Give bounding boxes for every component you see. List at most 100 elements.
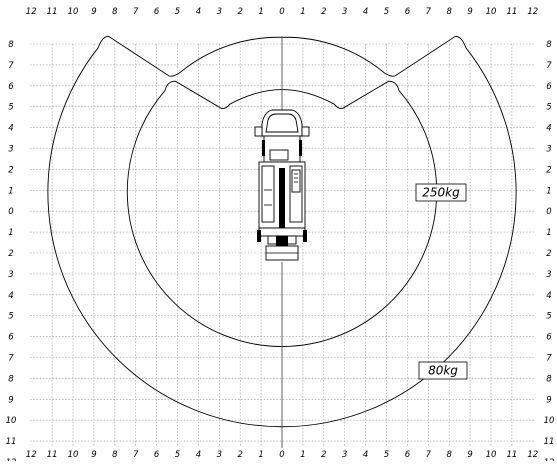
y-tick-right: 8 xyxy=(546,374,552,384)
x-tick-bottom: 4 xyxy=(363,450,368,460)
boom-arm xyxy=(279,168,285,230)
y-tick-left: 1 xyxy=(8,228,13,238)
x-tick-top: 9 xyxy=(91,7,96,17)
x-tick-bottom: 5 xyxy=(384,450,389,460)
x-tick-top: 12 xyxy=(527,7,538,17)
y-tick-right: 11 xyxy=(544,437,555,447)
x-tick-top: 8 xyxy=(446,7,452,17)
y-tick-left: 5 xyxy=(8,103,13,113)
x-tick-bottom: 11 xyxy=(47,450,58,460)
rear-left-wheel xyxy=(257,230,261,242)
x-tick-top: 11 xyxy=(506,7,517,17)
y-tick-left: 2 xyxy=(8,165,13,175)
x-tick-top: 10 xyxy=(68,7,79,17)
y-tick-right: 9 xyxy=(546,395,551,405)
truck-top-view xyxy=(254,109,310,261)
y-tick-right: 2 xyxy=(546,249,551,259)
x-tick-bottom: 9 xyxy=(467,450,472,460)
x-tick-bottom: 6 xyxy=(405,450,411,460)
y-tick-right: 6 xyxy=(546,82,552,92)
y-tick-right: 2 xyxy=(546,165,551,175)
x-tick-top: 2 xyxy=(237,7,242,17)
x-tick-bottom: 0 xyxy=(279,450,284,460)
x-tick-top: 7 xyxy=(133,7,139,17)
x-tick-bottom: 5 xyxy=(175,450,180,460)
x-tick-top: 3 xyxy=(342,7,347,17)
y-tick-right: 1 xyxy=(546,228,551,238)
x-tick-bottom: 2 xyxy=(237,450,242,460)
x-tick-bottom: 1 xyxy=(258,450,263,460)
x-tick-top: 5 xyxy=(384,7,389,17)
x-tick-bottom: 7 xyxy=(426,450,432,460)
inner-capacity-text: 250kg xyxy=(422,186,460,200)
x-tick-bottom: 7 xyxy=(133,450,139,460)
inner-envelope-250kg xyxy=(126,80,438,347)
y-tick-right: 7 xyxy=(546,61,552,71)
x-tick-top: 12 xyxy=(26,7,37,17)
right-mirror xyxy=(301,126,310,137)
y-tick-right: 7 xyxy=(546,354,552,364)
x-tick-bottom: 3 xyxy=(217,450,222,460)
y-tick-right: 5 xyxy=(546,103,551,113)
rear-right-wheel xyxy=(303,230,307,242)
y-tick-left: 5 xyxy=(8,312,13,322)
x-tick-top: 11 xyxy=(47,7,58,17)
boom-rest xyxy=(269,149,289,161)
y-tick-left: 4 xyxy=(8,124,13,134)
y-tick-right: 6 xyxy=(546,333,552,343)
inner-capacity-label: 250kg xyxy=(415,183,467,202)
x-tick-bottom: 10 xyxy=(486,450,497,460)
y-tick-left: 10 xyxy=(6,416,17,426)
x-tick-top: 1 xyxy=(258,7,263,17)
y-tick-left: 7 xyxy=(8,61,14,71)
x-tick-bottom: 12 xyxy=(527,450,538,460)
y-tick-right: 5 xyxy=(546,312,551,322)
y-tick-left: 8 xyxy=(8,374,14,384)
y-tick-left: 0 xyxy=(8,207,13,217)
outer-capacity-label: 80kg xyxy=(418,361,468,380)
x-tick-top: 0 xyxy=(279,7,284,17)
truck-windshield xyxy=(265,113,299,133)
y-tick-left: 6 xyxy=(8,82,14,92)
y-tick-left: 2 xyxy=(8,249,13,259)
y-tick-right: 4 xyxy=(546,124,551,134)
y-tick-right: 3 xyxy=(546,270,551,280)
y-tick-right: 4 xyxy=(546,291,551,301)
x-tick-bottom: 4 xyxy=(196,450,201,460)
y-tick-right: 3 xyxy=(546,145,551,155)
x-tick-bottom: 10 xyxy=(68,450,79,460)
left-mirror xyxy=(254,126,263,137)
turret-base xyxy=(276,236,288,246)
x-tick-bottom: 1 xyxy=(300,450,305,460)
x-tick-top: 5 xyxy=(175,7,180,17)
x-tick-top: 2 xyxy=(321,7,326,17)
y-tick-right: 10 xyxy=(544,416,555,426)
y-tick-left: 8 xyxy=(8,40,14,50)
outer-envelope-80kg xyxy=(47,35,517,428)
x-tick-top: 9 xyxy=(467,7,472,17)
x-tick-top: 7 xyxy=(426,7,432,17)
x-tick-bottom: 6 xyxy=(154,450,160,460)
x-tick-top: 8 xyxy=(112,7,118,17)
grid xyxy=(30,43,535,463)
y-tick-left: 7 xyxy=(8,354,14,364)
x-tick-bottom: 9 xyxy=(91,450,96,460)
axis-tick-labels: 1212111110109988776655443322110011223344… xyxy=(6,7,555,466)
y-tick-left: 11 xyxy=(6,437,17,447)
x-tick-top: 4 xyxy=(363,7,368,17)
x-tick-bottom: 3 xyxy=(342,450,347,460)
x-tick-top: 4 xyxy=(196,7,201,17)
x-tick-top: 1 xyxy=(300,7,305,17)
control-box xyxy=(291,169,301,193)
x-tick-bottom: 8 xyxy=(446,450,452,460)
y-tick-left: 1 xyxy=(8,186,13,196)
front-right-wheel xyxy=(299,140,302,156)
y-tick-left: 4 xyxy=(8,291,13,301)
y-tick-left: 3 xyxy=(8,145,13,155)
front-left-wheel xyxy=(262,140,265,156)
y-tick-left: 9 xyxy=(8,395,13,405)
x-tick-bottom: 12 xyxy=(26,450,37,460)
x-tick-top: 6 xyxy=(154,7,160,17)
x-tick-bottom: 8 xyxy=(112,450,118,460)
